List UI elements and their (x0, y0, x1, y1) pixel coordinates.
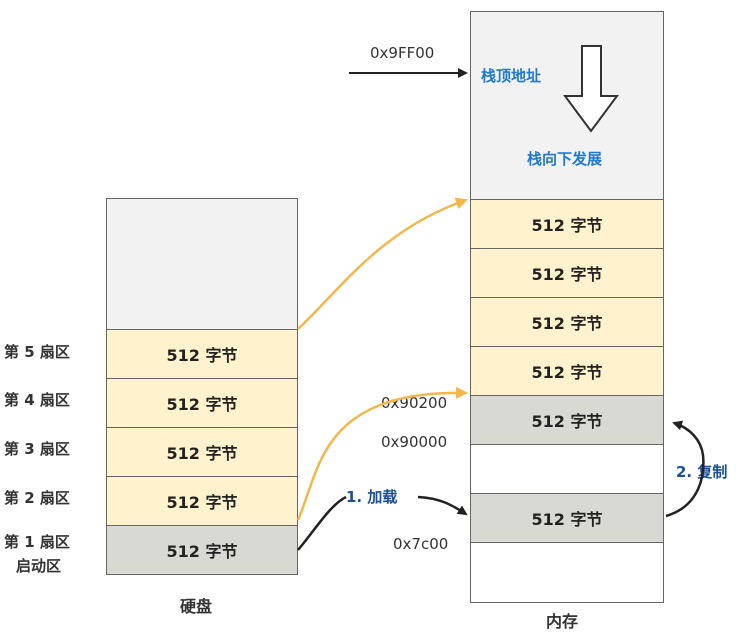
disk-sector-5-label: 第 5 扇区 (4, 343, 70, 361)
address-9ff00: 0x9FF00 (370, 44, 435, 62)
stack-grow-label: 栈向下发展 (527, 150, 603, 168)
disk-sector-4-label: 第 4 扇区 (4, 391, 70, 409)
load-arrow (297, 495, 466, 551)
disk-sector-4: 512 字节 (106, 378, 298, 428)
memory-boot-block: 512 字节 (470, 493, 664, 543)
memory-block-4: 512 字节 (470, 346, 664, 396)
stack-grow-down-arrow (563, 45, 619, 133)
copy-arrow (665, 420, 705, 518)
memory-title: 内存 (546, 612, 579, 631)
address-90000: 0x90000 (381, 433, 448, 451)
memory-stack-area (470, 11, 664, 200)
sector5-to-memory-arrow (297, 197, 468, 330)
memory-bottom-area (470, 542, 664, 603)
disk-sector-1-label: 第 1 扇区 (4, 533, 70, 551)
sector2-to-memory-arrow (296, 386, 468, 521)
disk-sector-1: 512 字节 (106, 525, 298, 575)
memory-copied-block: 512 字节 (470, 395, 664, 445)
disk-sector-5: 512 字节 (106, 329, 298, 379)
memory-block-3: 512 字节 (470, 297, 664, 347)
address-7c00: 0x7c00 (393, 535, 449, 553)
memory-block-1: 512 字节 (470, 199, 664, 249)
disk-sector-2-label: 第 2 扇区 (4, 489, 70, 507)
disk-title: 硬盘 (180, 597, 213, 616)
stack-top-label: 栈顶地址 (481, 67, 542, 85)
disk-empty-area (106, 198, 298, 330)
boot-area-label: 启动区 (16, 557, 62, 575)
disk-sector-3-label: 第 3 扇区 (4, 440, 70, 458)
load-label: 1. 加载 (346, 488, 398, 506)
